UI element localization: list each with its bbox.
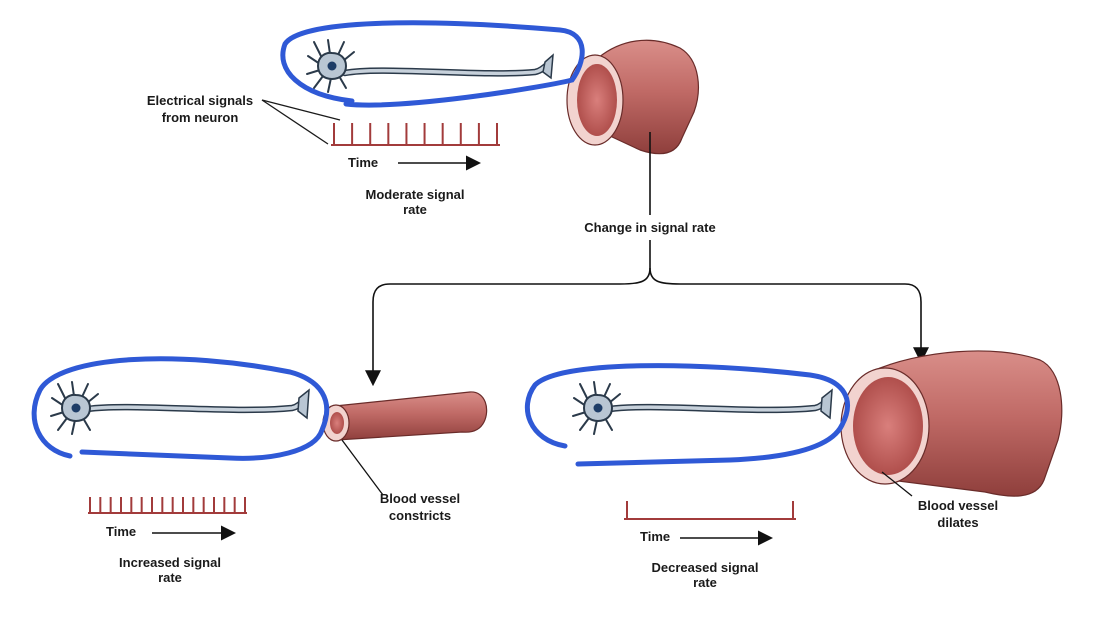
left-neuron — [50, 381, 310, 435]
top-signal-label-line2: from neuron — [162, 110, 239, 125]
top-unit: Electrical signals from neuron Time Mode… — [147, 20, 699, 217]
top-annotation-loop — [280, 20, 585, 108]
left-vessel-line2: constricts — [389, 508, 451, 523]
left-rate-line1: Increased signal — [119, 555, 221, 570]
top-rate-line2: rate — [403, 202, 427, 217]
top-neuron — [306, 39, 554, 93]
branch-connector — [365, 132, 929, 387]
left-blood-vessel — [322, 391, 488, 442]
left-spike-train — [88, 497, 247, 514]
left-time-label: Time — [106, 524, 136, 539]
right-vessel-line2: dilates — [937, 515, 978, 530]
right-rate-line2: rate — [693, 575, 717, 590]
right-vessel-line1: Blood vessel — [918, 498, 998, 513]
top-time-label: Time — [348, 155, 378, 170]
top-signal-pointers — [261, 99, 341, 145]
top-spike-train — [331, 123, 500, 146]
branch-label: Change in signal rate — [584, 220, 715, 235]
top-blood-vessel — [566, 39, 699, 155]
right-blood-vessel — [840, 350, 1063, 497]
top-signal-label-line1: Electrical signals — [147, 93, 253, 108]
left-vessel-pointer — [341, 439, 384, 496]
right-unit: Blood vessel dilates Time Decreased sign… — [524, 350, 1063, 590]
right-rate-line1: Decreased signal — [652, 560, 759, 575]
right-annotation-loop — [524, 363, 850, 467]
top-rate-line1: Moderate signal — [366, 187, 465, 202]
left-unit: Blood vessel constricts Time Increased s… — [31, 356, 488, 585]
left-vessel-line1: Blood vessel — [380, 491, 460, 506]
right-vessel-pointer — [881, 471, 913, 497]
right-time-label: Time — [640, 529, 670, 544]
left-rate-line2: rate — [158, 570, 182, 585]
left-annotation-loop — [31, 356, 330, 461]
right-neuron — [572, 381, 833, 435]
right-spike-train — [624, 501, 796, 520]
